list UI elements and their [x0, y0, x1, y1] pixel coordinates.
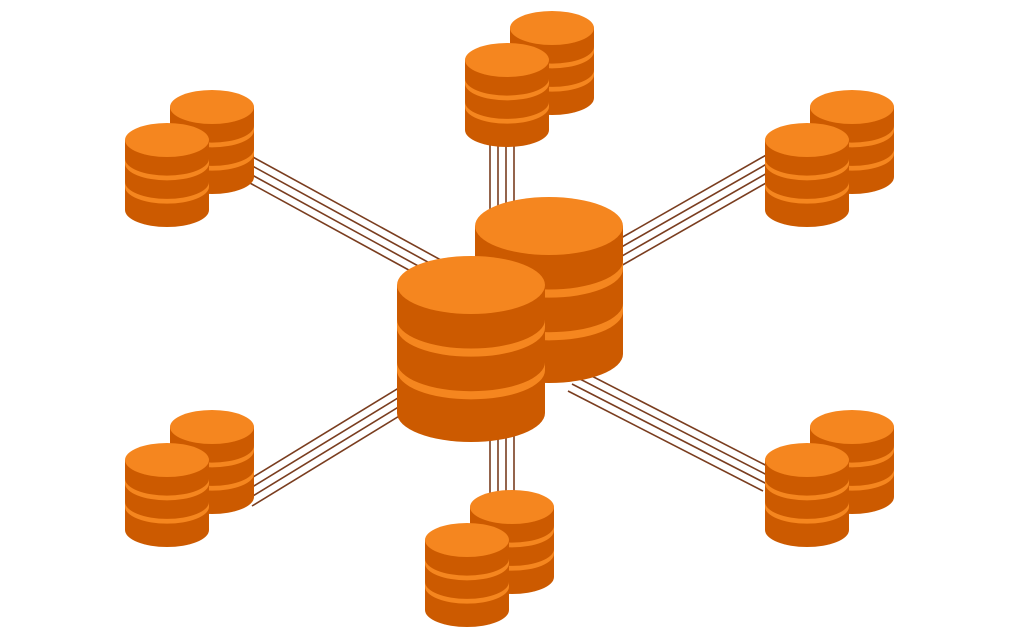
cylinder-band — [425, 558, 509, 581]
cylinder-band — [125, 181, 209, 204]
connection-line — [579, 369, 776, 471]
cylinder-top — [397, 256, 545, 314]
database-icon-front — [125, 443, 209, 547]
cylinder-band — [125, 501, 209, 524]
cylinder-body — [425, 540, 509, 627]
cylinder-top — [125, 443, 209, 477]
top-left-database-pair — [125, 90, 254, 227]
cylinder-top — [425, 523, 509, 557]
bottom-database-pair — [425, 490, 554, 627]
database-icon-front — [125, 123, 209, 227]
cylinder-band — [125, 158, 209, 181]
cylinder-top — [475, 197, 623, 255]
connection-line — [227, 170, 439, 287]
database-icon-front — [765, 443, 849, 547]
cylinder-body — [125, 140, 209, 227]
cylinder-top — [170, 410, 254, 444]
cylinder-top — [465, 43, 549, 77]
cylinder-top — [470, 490, 554, 524]
cylinder-band — [397, 362, 545, 400]
cylinder-top — [510, 11, 594, 45]
connection-line — [567, 390, 764, 492]
connection-line — [235, 156, 447, 273]
cylinder-body — [465, 60, 549, 147]
top-right-database-pair — [765, 90, 894, 227]
database-icon-front — [425, 523, 509, 627]
cylinder-band — [465, 101, 549, 124]
link-top-left — [227, 149, 451, 287]
database-nodes — [125, 11, 894, 627]
top-database-pair — [465, 11, 594, 147]
cylinder-top — [810, 410, 894, 444]
database-icon-front — [465, 43, 549, 147]
hub-database-front — [397, 256, 545, 442]
cylinder-band — [125, 478, 209, 501]
cylinder-band — [425, 581, 509, 604]
bottom-right-database-pair — [765, 410, 894, 547]
central-database-cluster — [397, 197, 624, 442]
cylinder-top — [125, 123, 209, 157]
connection-line — [571, 383, 768, 485]
cylinder-band — [765, 158, 849, 181]
connection-line — [607, 163, 784, 265]
connection-line — [239, 374, 421, 486]
database-icon-front — [765, 123, 849, 227]
cylinder-top — [810, 90, 894, 124]
cylinder-band — [765, 181, 849, 204]
cylinder-body — [125, 460, 209, 547]
cylinder-top — [765, 123, 849, 157]
cylinder-band — [465, 78, 549, 101]
cylinder-top — [765, 443, 849, 477]
cylinder-top — [170, 90, 254, 124]
connection-lines — [227, 140, 788, 507]
link-bottom — [489, 430, 515, 500]
cylinder-body — [765, 140, 849, 227]
connection-line — [599, 149, 776, 251]
connection-line — [603, 156, 780, 258]
cylinder-band — [765, 501, 849, 524]
cylinder-body — [397, 285, 545, 442]
connection-line — [611, 170, 788, 272]
bottom-left-database-pair — [125, 410, 254, 547]
cylinder-body — [765, 460, 849, 547]
cylinder-band — [765, 478, 849, 501]
link-top-right — [599, 149, 788, 272]
link-bottom-right — [567, 369, 776, 492]
connection-line — [231, 163, 443, 280]
connection-line — [239, 149, 451, 266]
cylinder-band — [397, 319, 545, 357]
connection-line — [575, 376, 772, 478]
connection-line — [243, 381, 425, 493]
